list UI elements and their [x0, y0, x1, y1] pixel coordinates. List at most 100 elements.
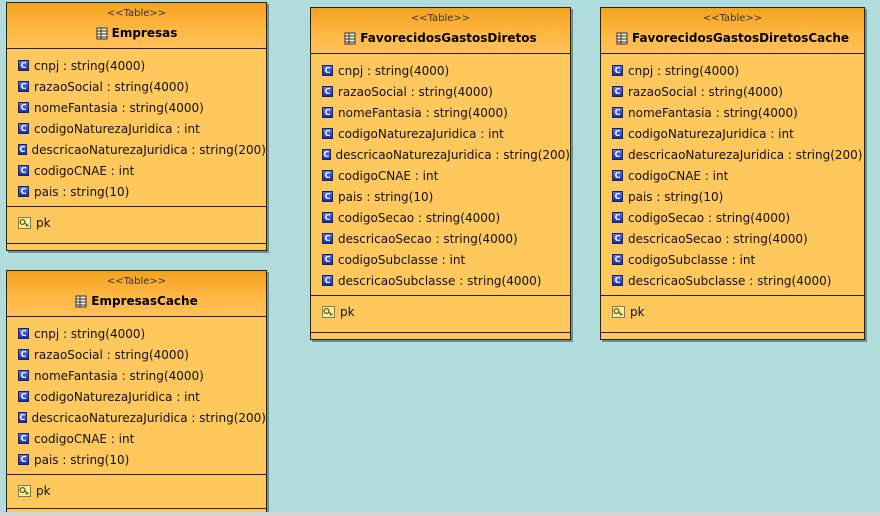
column-icon: C: [18, 81, 29, 92]
column-icon: C: [18, 349, 29, 360]
attribute-label: codigoNaturezaJuridica : int: [628, 126, 794, 141]
column-icon: C: [322, 191, 333, 202]
column-icon: C: [18, 165, 29, 176]
compartment-divider: [7, 474, 266, 475]
column-icon: C: [18, 144, 27, 155]
attribute-label: razaoSocial : string(4000): [338, 84, 493, 99]
class-title-row: Empresas: [7, 25, 266, 41]
operation-row[interactable]: pk: [311, 301, 570, 323]
column-icon: C: [322, 107, 333, 118]
attribute-label: razaoSocial : string(4000): [628, 84, 783, 99]
attribute-label: codigoCNAE : int: [338, 168, 439, 183]
stereotype-label: <<Table>>: [410, 13, 471, 24]
compartment-divider: [7, 206, 266, 207]
table-icon: [616, 32, 628, 45]
attribute-label: cnpj : string(4000): [34, 326, 146, 341]
class-bottom-divider: [7, 243, 266, 244]
column-icon: C: [18, 60, 29, 71]
column-icon: C: [612, 128, 623, 139]
attribute-label: descricaoSubclasse : string(4000): [338, 273, 542, 288]
attribute-label: razaoSocial : string(4000): [34, 79, 189, 94]
attribute-label: codigoCNAE : int: [34, 431, 135, 446]
column-icon: C: [322, 170, 333, 181]
operation-row[interactable]: pk: [601, 301, 864, 323]
table-icon: [96, 27, 108, 40]
attribute-label: razaoSocial : string(4000): [34, 347, 189, 362]
attribute-label: descricaoSecao : string(4000): [628, 231, 808, 246]
operation-compartment: pk: [7, 475, 266, 502]
attribute-label: pais : string(10): [34, 184, 130, 199]
attribute-label: codigoSecao : string(4000): [628, 210, 791, 225]
compartment-divider: [311, 295, 570, 296]
column-icon: C: [612, 149, 623, 160]
operation-label: pk: [36, 484, 51, 498]
operation-row[interactable]: pk: [7, 212, 266, 234]
column-icon: C: [612, 107, 623, 118]
class-title-row: FavorecidosGastosDiretosCache: [601, 30, 864, 46]
column-icon: C: [612, 254, 623, 265]
column-icon: C: [612, 212, 623, 223]
column-icon: C: [612, 233, 623, 244]
attribute-label: descricaoSecao : string(4000): [338, 231, 518, 246]
column-icon: C: [18, 328, 29, 339]
column-icon: C: [612, 65, 623, 76]
class-name: FavorecidosGastosDiretos: [360, 31, 537, 45]
class-name: EmpresasCache: [91, 294, 198, 308]
column-icon: C: [322, 233, 333, 244]
attribute-label: codigoCNAE : int: [628, 168, 729, 183]
operation-row[interactable]: pk: [7, 480, 266, 502]
stereotype-label: <<Table>>: [106, 276, 167, 287]
column-icon: C: [322, 254, 333, 265]
operation-compartment: pk: [7, 207, 266, 234]
class-bottom-divider: [7, 508, 266, 509]
column-icon: C: [322, 212, 333, 223]
operation-label: pk: [340, 305, 355, 319]
column-icon: C: [18, 370, 29, 381]
attribute-label: descricaoNaturezaJuridica : string(200): [31, 142, 266, 157]
column-icon: C: [18, 454, 29, 465]
